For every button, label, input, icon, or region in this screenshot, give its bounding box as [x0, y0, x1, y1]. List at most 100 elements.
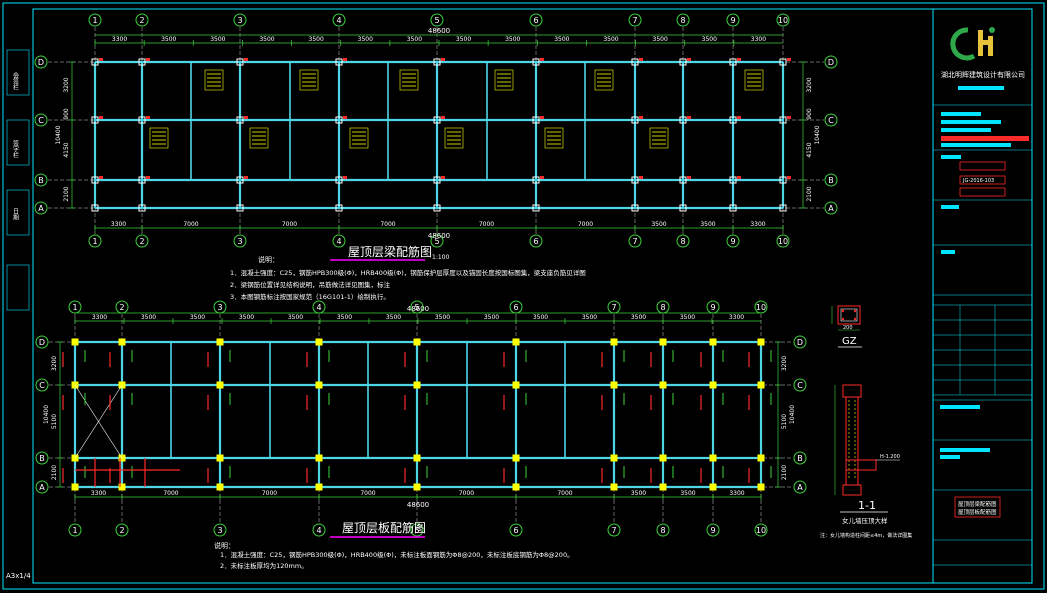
axis-bubble [509, 523, 523, 537]
column [118, 338, 126, 346]
axis-number: 8 [680, 237, 685, 246]
beam-annotation-tag [594, 69, 614, 91]
column [779, 116, 787, 124]
column [610, 454, 618, 462]
rebar-mark [99, 176, 103, 179]
axis-bubble [776, 13, 790, 27]
column [413, 338, 421, 346]
axis-bubble [529, 13, 543, 27]
section-1-1 [834, 384, 900, 496]
rebar-mark [244, 176, 248, 179]
axis-bubble [410, 523, 424, 537]
dim-text-side: 4150 [806, 142, 813, 157]
column [729, 116, 737, 124]
axis-letter: A [828, 204, 834, 213]
section-note: 注：女儿墙构造柱间距≤4m，做法详图集 [820, 532, 912, 539]
dim-text-side: 4150 [63, 142, 70, 157]
beam-annotation-tag [444, 127, 464, 149]
dim-text-side: 3200 [51, 356, 58, 371]
sheet-id: A3x1/4 [6, 572, 31, 580]
dim-total-side: 10400 [43, 405, 50, 424]
column [659, 381, 667, 389]
column [118, 483, 126, 491]
rebar-mark [540, 58, 544, 61]
axis-bubble [35, 378, 49, 392]
gz-dim: 200 [843, 325, 853, 331]
beam-annotation-tag [399, 69, 419, 91]
axis-number: 7 [632, 16, 637, 25]
column [512, 483, 520, 491]
axis-bubble [824, 113, 838, 127]
axis-number: 1 [72, 303, 77, 312]
left-strip-label-3: 日期 [12, 208, 19, 221]
dim-text-top: 3500 [631, 314, 646, 321]
rebar-mark [787, 116, 791, 119]
axis-number: 2 [139, 16, 144, 25]
axis-number: 8 [680, 16, 685, 25]
rebar-mark [146, 116, 150, 119]
dim-text-bottom: 3500 [680, 490, 695, 497]
beam-note-3: 3．本图钢筋标注按国家规范（16G101-1）绘制执行。 [230, 292, 390, 301]
dim-text-top: 3500 [259, 36, 274, 43]
dim-text-bottom: 7000 [262, 490, 277, 497]
dim-text-side: 2100 [51, 465, 58, 480]
column [729, 176, 737, 184]
dim-text-side: 3200 [63, 77, 70, 92]
axis-number: 5 [414, 303, 419, 312]
axis-letter: D [38, 58, 44, 67]
rebar-mark [737, 116, 741, 119]
beam-annotation-tag [349, 127, 369, 149]
column [532, 204, 540, 212]
beam-annotation-tag [299, 69, 319, 91]
column [236, 176, 244, 184]
column [631, 116, 639, 124]
axis-number: 2 [119, 303, 124, 312]
dim-text-top: 3500 [358, 36, 373, 43]
dim-text-side: 900 [63, 108, 70, 120]
rebar-mark [737, 176, 741, 179]
axis-number: 10 [778, 237, 788, 246]
axis-number: 4 [316, 303, 321, 312]
axis-bubble [656, 523, 670, 537]
rebar-mark [99, 58, 103, 61]
column [335, 116, 343, 124]
dim-text-bottom: 7000 [578, 221, 593, 228]
rebar-mark [343, 116, 347, 119]
drawing-name-2: 屋顶层板配筋图 [958, 508, 997, 516]
column [91, 58, 99, 66]
left-strip-label-2: 签字栏 [12, 139, 19, 159]
column [679, 176, 687, 184]
axis-letter: D [797, 338, 803, 347]
beam-notes-title: 说明： [258, 255, 279, 264]
section-label: 1-1 [858, 499, 876, 512]
dim-text-bottom: 7000 [479, 221, 494, 228]
column [315, 338, 323, 346]
dim-total-top: 48600 [407, 305, 429, 313]
column [659, 338, 667, 346]
beam-plan-scale: 1:100 [432, 254, 449, 261]
dim-text-side: 5100 [781, 414, 788, 429]
column [757, 381, 765, 389]
axis-bubble [607, 523, 621, 537]
beam-annotation-tag [204, 69, 224, 91]
axis-number: 1 [92, 237, 97, 246]
column [512, 338, 520, 346]
title-block: 湖北明辉建筑设计有限公司 JG-2016-103 屋顶层梁配筋图 屋顶层板配筋图 [932, 9, 1032, 583]
axis-number: 9 [710, 526, 715, 535]
beam-plan-title: 屋顶层梁配筋图 [348, 244, 432, 259]
column [216, 454, 224, 462]
axis-number: 6 [533, 237, 538, 246]
rebar-mark [146, 58, 150, 61]
column [659, 483, 667, 491]
axis-number: 6 [513, 303, 518, 312]
dim-text-bottom: 7000 [282, 221, 297, 228]
rebar-mark [687, 116, 691, 119]
dim-text-top: 3500 [702, 36, 717, 43]
axis-bubble [793, 480, 807, 494]
axis-number: 4 [336, 16, 341, 25]
column [138, 176, 146, 184]
axis-bubble [706, 523, 720, 537]
column [413, 454, 421, 462]
column [532, 176, 540, 184]
